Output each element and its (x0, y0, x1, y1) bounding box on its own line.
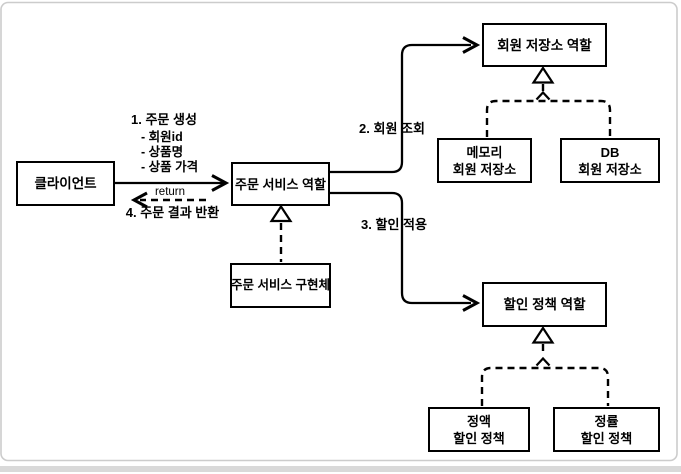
box-rate-discount-policy-line1: 정률 (594, 413, 619, 429)
label-step3: 3. 할인 적용 (361, 217, 427, 232)
dashed-edges (140, 84, 612, 406)
merge-chevron-discount (535, 356, 551, 367)
arrowhead-return (130, 191, 148, 209)
box-db-member-repo: DB 회원 저장소 (560, 138, 660, 183)
arrowhead-discount-apply (462, 294, 481, 312)
label-step1-params: - 회원id - 상품명 - 상품 가격 (141, 130, 198, 175)
edge-member-repo-bracket (485, 99, 612, 137)
label-param-product-name: - 상품명 (141, 145, 184, 159)
box-db-member-repo-line2: 회원 저장소 (578, 161, 642, 177)
box-fixed-discount-policy: 정액 할인 정책 (428, 407, 530, 452)
box-memory-member-repo: 메모리 회원 저장소 (437, 138, 532, 183)
box-db-member-repo-line1: DB (600, 144, 620, 160)
bottom-bar (0, 466, 681, 472)
solid-edges (115, 36, 481, 312)
generalization-triangles (269, 65, 555, 344)
merge-chevron-member-repo (535, 90, 551, 101)
box-memory-member-repo-line1: 메모리 (466, 144, 503, 160)
box-rate-discount-policy-line2: 할인 정책 (580, 430, 633, 446)
box-order-service-impl-label: 주문 서비스 구현체 (231, 278, 330, 292)
edge-member-lookup (330, 43, 471, 174)
label-param-member-id: - 회원id (141, 130, 183, 144)
box-member-repo-role: 회원 저장소 역할 (482, 23, 607, 67)
arrowheads (130, 90, 551, 367)
edge-discount-apply (330, 191, 471, 305)
triangle-discount-policy (531, 325, 555, 344)
box-member-repo-role-label: 회원 저장소 역할 (497, 37, 592, 53)
box-client-label: 클라이언트 (34, 176, 97, 191)
page-border (0, 1, 678, 462)
box-order-service-impl: 주문 서비스 구현체 (230, 263, 331, 308)
box-order-service-role: 주문 서비스 역할 (231, 162, 330, 206)
triangle-member-repo (531, 65, 555, 84)
box-memory-member-repo-line2: 회원 저장소 (452, 161, 517, 177)
label-step1: 1. 주문 생성 (131, 112, 197, 127)
box-client: 클라이언트 (16, 161, 115, 206)
box-order-service-role-label: 주문 서비스 역할 (235, 176, 326, 192)
edge-discount-bracket (480, 366, 610, 406)
box-fixed-discount-policy-line1: 정액 (467, 413, 491, 429)
arrowhead-member-lookup (462, 36, 481, 54)
label-return: return (154, 186, 186, 198)
arrowhead-order-create (211, 174, 230, 192)
label-step2: 2. 회원 조회 (359, 121, 425, 136)
triangle-order-service (269, 204, 293, 223)
box-rate-discount-policy: 정률 할인 정책 (553, 407, 660, 452)
label-param-product-price: - 상품 가격 (141, 160, 199, 174)
label-step4: 4. 주문 결과 반환 (125, 205, 220, 220)
box-discount-policy-role: 할인 정책 역할 (482, 282, 607, 327)
box-discount-policy-role-label: 할인 정책 역할 (503, 297, 586, 312)
box-fixed-discount-policy-line2: 할인 정책 (453, 430, 505, 446)
